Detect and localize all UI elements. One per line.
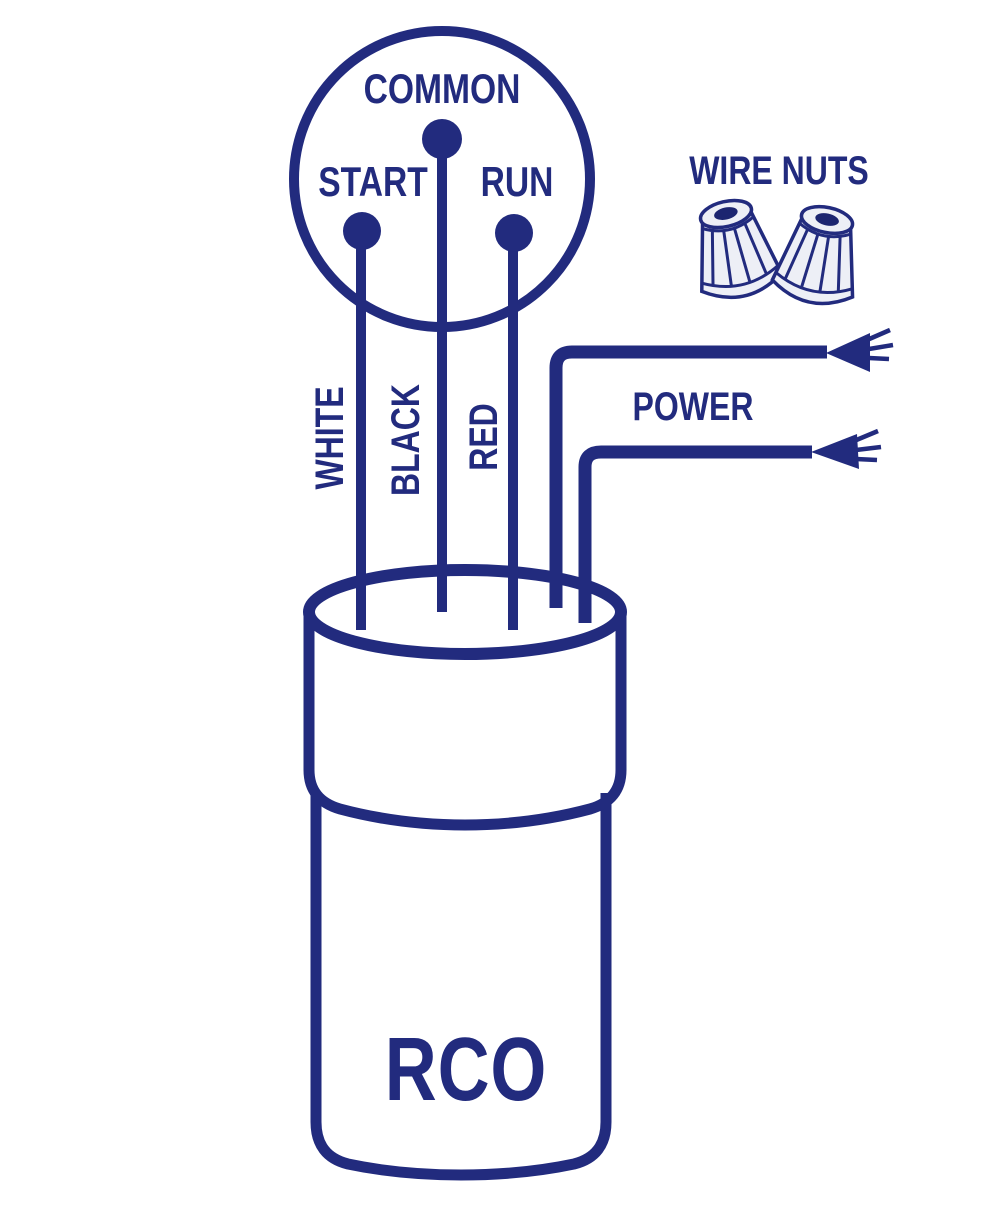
common-terminal-dot	[422, 119, 462, 159]
power-wire-lower-line	[578, 445, 812, 623]
wire-nut-icon	[770, 204, 855, 306]
wire-nut-icon	[698, 198, 784, 300]
capacitor-canister-icon	[303, 564, 627, 1181]
stripped-wire-end-icon	[826, 327, 894, 372]
power-label: POWER	[632, 385, 754, 429]
canister-top-ellipse	[303, 564, 627, 660]
red-wire-label: RED	[462, 403, 506, 471]
rco-device-label: RCO	[384, 1020, 548, 1120]
wire-nuts-label: WIRE NUTS	[689, 149, 869, 193]
common-terminal-label: COMMON	[363, 65, 521, 112]
white-wire-label: WHITE	[308, 386, 352, 490]
canister-body	[310, 793, 612, 1181]
stripped-wire-end-icon	[811, 428, 882, 469]
start-terminal-label: START	[318, 158, 428, 205]
power-wire-lower	[578, 428, 882, 623]
black-wire-label: BLACK	[384, 384, 428, 496]
run-terminal-label: RUN	[480, 158, 554, 205]
power-wire-upper-line	[549, 345, 827, 608]
run-terminal-dot	[495, 214, 533, 252]
start-terminal-dot	[343, 212, 381, 250]
power-wire-upper	[549, 327, 894, 608]
